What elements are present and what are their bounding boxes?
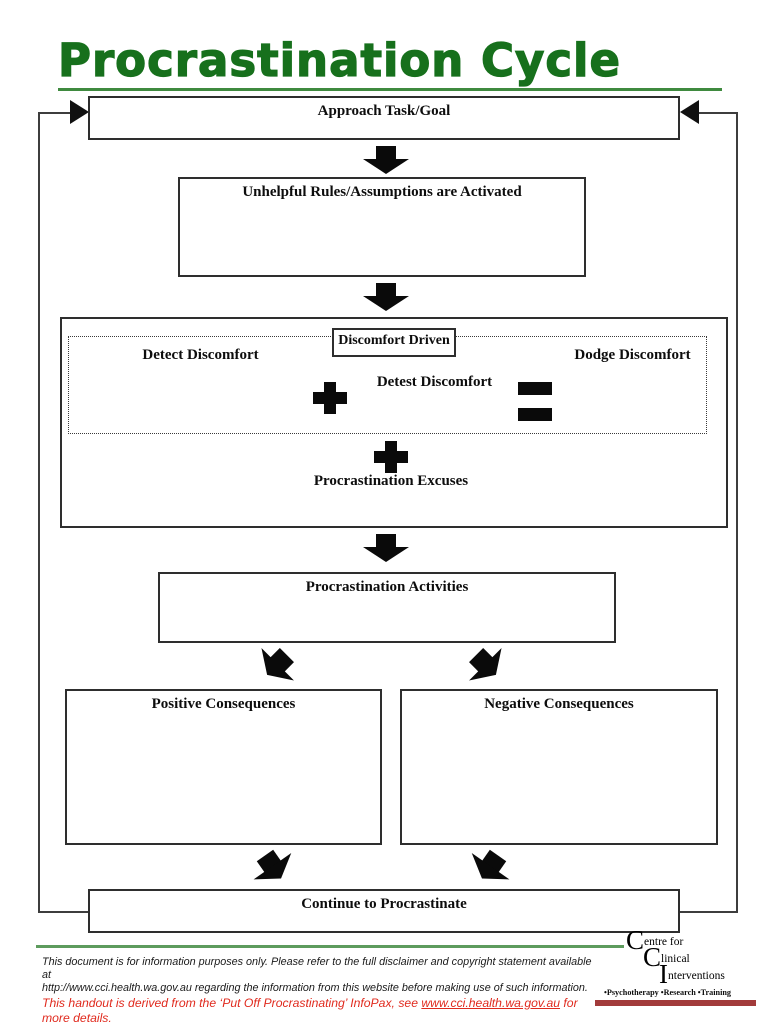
loop-line-right-vertical (736, 112, 738, 913)
loop-arrowhead-right-icon (680, 100, 699, 124)
dodge-discomfort-label: Dodge Discomfort (574, 347, 691, 363)
cci-logo-line-1: Centre for (626, 925, 684, 955)
approach-task-goal-box: Approach Task/Goal (88, 96, 680, 140)
loop-line-bottom-right (678, 911, 738, 913)
converging-down-arrow-icon (246, 842, 300, 892)
loop-line-bottom-left (38, 911, 90, 913)
procrastination-excuses-label: Procrastination Excuses (313, 473, 469, 489)
approach-task-goal-label: Approach Task/Goal (317, 103, 451, 119)
disclaimer-line-2: http://www.cci.health.wa.gov.au regardin… (42, 981, 588, 994)
down-arrow-icon (363, 146, 409, 174)
down-left-arrow-icon (250, 639, 303, 692)
footer-separator-line (36, 945, 624, 948)
detest-discomfort-label: Detest Discomfort (376, 374, 493, 390)
positive-consequences-label: Positive Consequences (151, 696, 296, 712)
plus-icon (313, 382, 347, 414)
handout-note-pre: This handout is derived from the ‘Put Of… (42, 995, 422, 1010)
negative-consequences-label: Negative Consequences (484, 696, 634, 712)
footer-disclaimer: This document is for information purpose… (42, 956, 602, 1025)
discomfort-driven-title-box: Discomfort Driven (332, 328, 456, 357)
cci-website-link[interactable]: www.cci.health.wa.gov.au (421, 995, 561, 1010)
loop-arrowhead-left-icon (70, 100, 89, 124)
loop-line-left-vertical (38, 112, 40, 913)
unhelpful-rules-box: Unhelpful Rules/Assumptions are Activate… (178, 177, 586, 277)
handout-note: This handout is derived from the ‘Put Of… (42, 996, 602, 1025)
positive-consequences-box: Positive Consequences (65, 689, 382, 845)
continue-to-procrastinate-box: Continue to Procrastinate (88, 889, 680, 933)
procrastination-activities-label: Procrastination Activities (305, 579, 469, 595)
page-title: Procrastination Cycle (57, 33, 621, 87)
down-right-arrow-icon (460, 639, 513, 692)
cci-logo-line-3: Interventions (659, 959, 725, 989)
continue-to-procrastinate-label: Continue to Procrastinate (301, 896, 467, 912)
negative-consequences-box: Negative Consequences (400, 689, 718, 845)
unhelpful-rules-label: Unhelpful Rules/Assumptions are Activate… (242, 184, 522, 200)
plus-icon (374, 441, 408, 473)
cci-logo: Centre for Clinical Interventions (626, 925, 725, 989)
equals-icon (518, 382, 552, 421)
down-arrow-icon (363, 283, 409, 311)
converging-down-arrow-icon (463, 842, 517, 892)
bottom-red-strip (595, 1000, 756, 1006)
procrastination-activities-box: Procrastination Activities (158, 572, 616, 643)
disclaimer-line-1: This document is for information purpose… (42, 956, 592, 981)
cci-logo-tagline: •Psychotherapy •Research •Training (604, 988, 732, 997)
loop-line-top-right (697, 112, 738, 114)
handout-note-post: for more details. (42, 995, 578, 1025)
down-arrow-icon (363, 534, 409, 562)
cci-logo-line-2: Clinical (643, 942, 690, 972)
title-underline (58, 88, 722, 91)
detect-discomfort-label: Detect Discomfort (142, 347, 259, 363)
loop-line-top-left (38, 112, 72, 114)
discomfort-driven-label: Discomfort Driven (338, 333, 450, 348)
